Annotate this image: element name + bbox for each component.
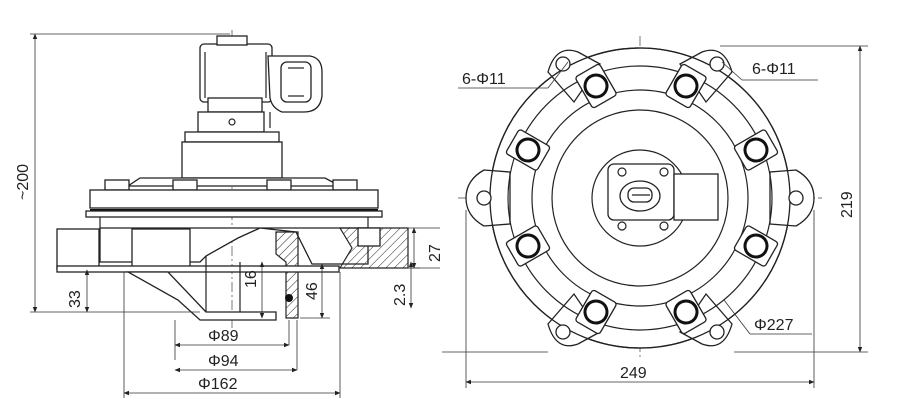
dim-base-height: 33 bbox=[67, 290, 84, 308]
diaphragm-seat bbox=[85, 210, 383, 218]
dim-width-249: 249 bbox=[620, 365, 647, 382]
dim-2-3: 2.3 bbox=[392, 284, 409, 306]
pilot-screw-icon bbox=[228, 118, 236, 126]
dim-27: 27 bbox=[427, 244, 444, 262]
bolt-heads bbox=[505, 63, 779, 335]
dim-height-total: ~200 bbox=[15, 164, 32, 200]
lug-holes bbox=[476, 56, 804, 340]
o-ring-dot bbox=[285, 294, 293, 302]
label-phi227: Φ227 bbox=[754, 317, 794, 334]
dim-phi94: Φ94 bbox=[208, 353, 239, 370]
solenoid-coil bbox=[199, 35, 323, 128]
valve-bonnet bbox=[125, 131, 341, 187]
label-holes-right: 6-Φ11 bbox=[752, 61, 796, 78]
dim-16: 16 bbox=[243, 270, 260, 288]
dim-phi89: Φ89 bbox=[208, 328, 239, 345]
valve-body bbox=[56, 227, 409, 321]
pilot-block bbox=[197, 111, 265, 133]
dim-phi162: Φ162 bbox=[198, 376, 238, 393]
label-holes-left: 6-Φ11 bbox=[462, 71, 506, 88]
cover-flange bbox=[89, 189, 379, 209]
dim-46: 46 bbox=[304, 282, 321, 300]
solenoid-top bbox=[607, 163, 719, 231]
top-view: 6-Φ11 6-Φ11 Φ227 219 249 bbox=[442, 36, 868, 388]
dim-height-219: 219 bbox=[839, 191, 856, 218]
nozzle-section bbox=[275, 231, 299, 319]
side-view: ~200 33 16 46 2.3 27 Φ89 Φ94 Φ162 bbox=[15, 30, 444, 398]
outlet-flange-section bbox=[338, 227, 409, 269]
